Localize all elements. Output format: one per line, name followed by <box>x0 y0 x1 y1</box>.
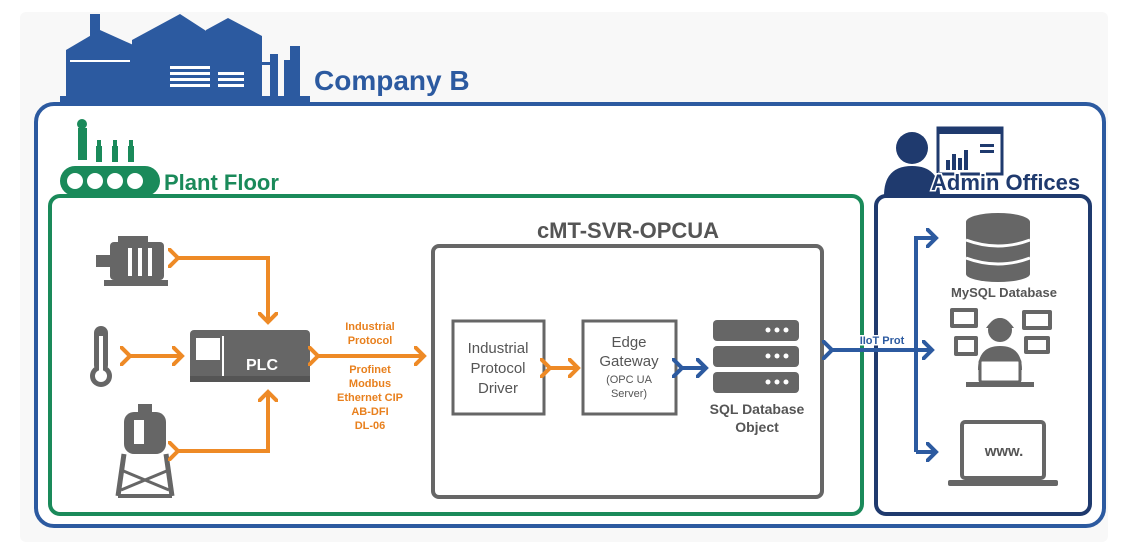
protocol-item: Modbus <box>349 378 391 390</box>
edge-gateway-text: Edge Gateway (OPC UA Server) <box>599 334 659 400</box>
protocol-item: AB-DFI <box>351 406 388 418</box>
server-stack-icon <box>713 320 799 393</box>
protocol-heading-line1: Industrial <box>345 321 395 333</box>
sql-line2: Object <box>735 419 779 435</box>
factory-icon <box>60 14 310 102</box>
thermometer-icon <box>90 326 112 387</box>
device-connectors <box>130 258 268 451</box>
protocol-item: Profinet <box>349 364 391 376</box>
web-label: www. <box>984 443 1024 460</box>
tank-icon <box>115 404 175 498</box>
sql-object-text: SQL Database Object <box>710 401 805 435</box>
gateway-line2: Gateway <box>599 353 659 370</box>
admin-offices-label: Admin Offices <box>931 170 1080 195</box>
gateway-line1: Edge <box>611 334 646 351</box>
protocol-labels: Industrial Protocol Profinet Modbus Ethe… <box>337 321 403 432</box>
protocol-item: DL-06 <box>355 420 386 432</box>
server-title: cMT-SVR-OPCUA <box>537 218 719 243</box>
edge-gateway-box <box>581 319 678 416</box>
database-icon <box>965 213 1031 282</box>
driver-line1: Industrial <box>468 340 529 357</box>
admin-person-icon <box>884 126 1004 196</box>
driver-line2: Protocol <box>470 360 525 377</box>
protocol-item: Ethernet CIP <box>337 392 403 404</box>
iiot-connectors <box>832 238 936 452</box>
plant-floor-label: Plant Floor <box>164 170 279 195</box>
driver-line3: Driver <box>478 380 518 397</box>
plc-label: PLC <box>246 357 278 374</box>
gateway-line3: (OPC UA <box>606 374 653 386</box>
motor-icon <box>96 236 168 286</box>
gateway-line4: Server) <box>611 388 647 400</box>
company-title: Company B <box>314 65 470 96</box>
mysql-label: MySQL Database <box>951 285 1057 300</box>
protocol-driver-text: Industrial Protocol Driver <box>468 340 529 397</box>
sql-line1: SQL Database <box>710 401 805 417</box>
laptop-icon <box>948 420 1058 486</box>
protocol-heading-line2: Protocol <box>348 335 393 347</box>
plc-icon <box>190 330 310 382</box>
engineer-icon <box>950 308 1052 387</box>
iiot-label: IIoT Prot <box>860 335 905 347</box>
conveyor-icon <box>60 119 160 196</box>
